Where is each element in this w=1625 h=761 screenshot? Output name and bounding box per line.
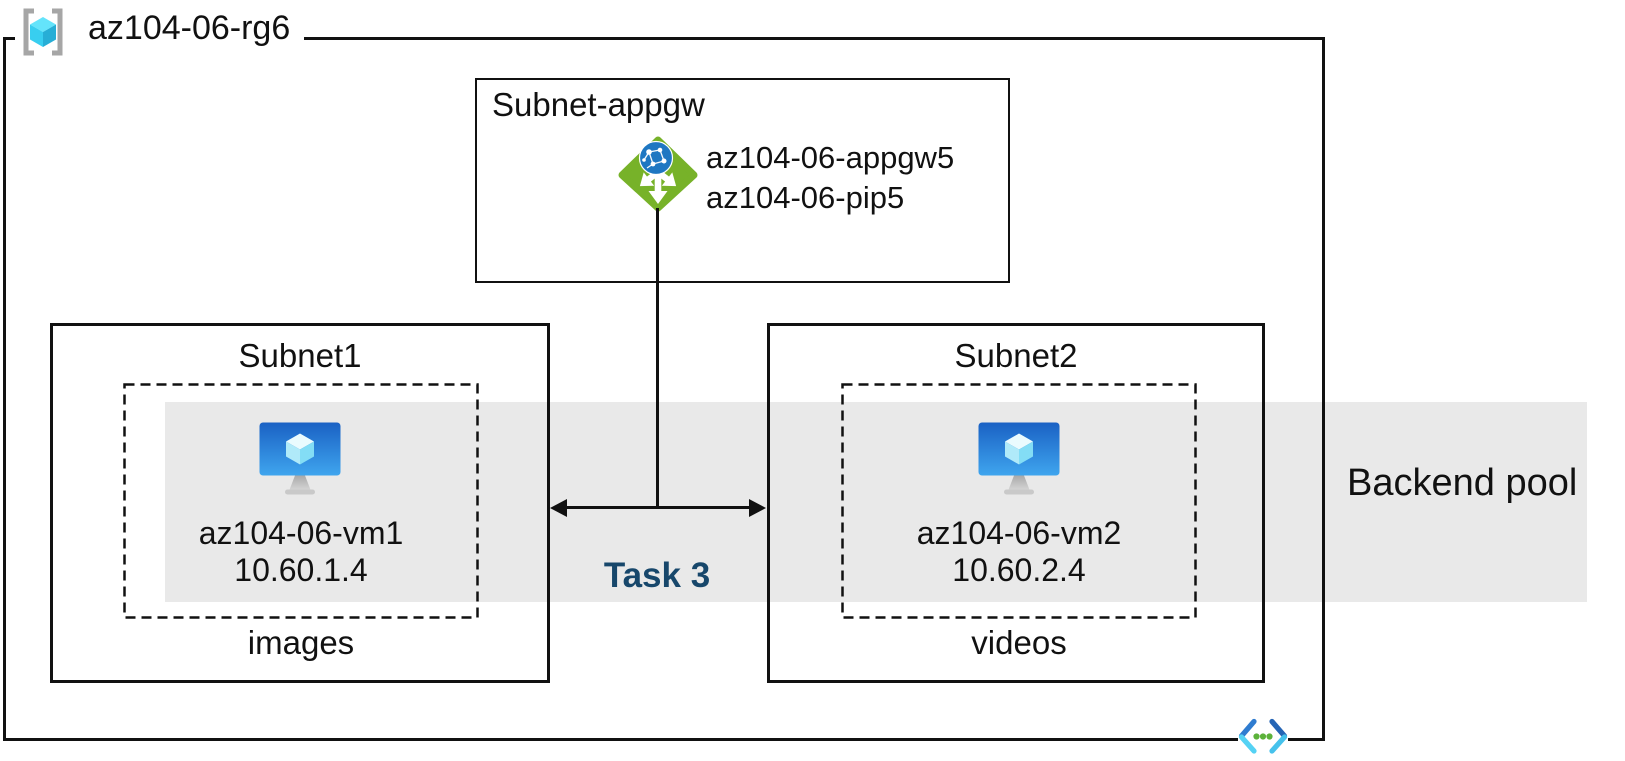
resource-group-border-gap [15, 34, 304, 44]
subnet1-caption: images [247, 624, 355, 661]
virtual-machine-icon [978, 422, 1060, 495]
subnet1-label: Subnet1 [238, 337, 362, 374]
appgw-name-label: az104-06-appgw5 [706, 140, 955, 175]
subnet1-box [50, 323, 550, 683]
vm2-name-label: az104-06-vm2 [916, 515, 1122, 551]
application-gateway-icon [618, 136, 698, 212]
virtual-machine-icon [259, 422, 341, 495]
resource-group-icon [23, 8, 63, 56]
connector-horizontal-line [560, 506, 759, 509]
subnet2-caption: videos [971, 624, 1067, 661]
subnet2-label: Subnet2 [954, 337, 1078, 374]
vm2-ip-label: 10.60.2.4 [952, 552, 1086, 588]
connector-vertical-line [656, 208, 659, 508]
vm1-name-label: az104-06-vm1 [198, 515, 404, 551]
task-label: Task 3 [603, 556, 711, 595]
resource-group-name: az104-06-rg6 [88, 9, 291, 47]
arrowhead-left-icon [550, 498, 567, 517]
virtual-network-icon [1238, 718, 1288, 754]
appgw-subnet-box [475, 78, 1010, 283]
vm1-ip-label: 10.60.1.4 [234, 552, 368, 588]
resource-group-box [3, 37, 1325, 741]
arrowhead-right-icon [749, 498, 766, 517]
backend-pool-label: Backend pool [1347, 462, 1578, 504]
appgw-subnet-label: Subnet-appgw [492, 86, 705, 123]
subnet2-box [767, 323, 1265, 683]
pip-name-label: az104-06-pip5 [706, 180, 905, 215]
